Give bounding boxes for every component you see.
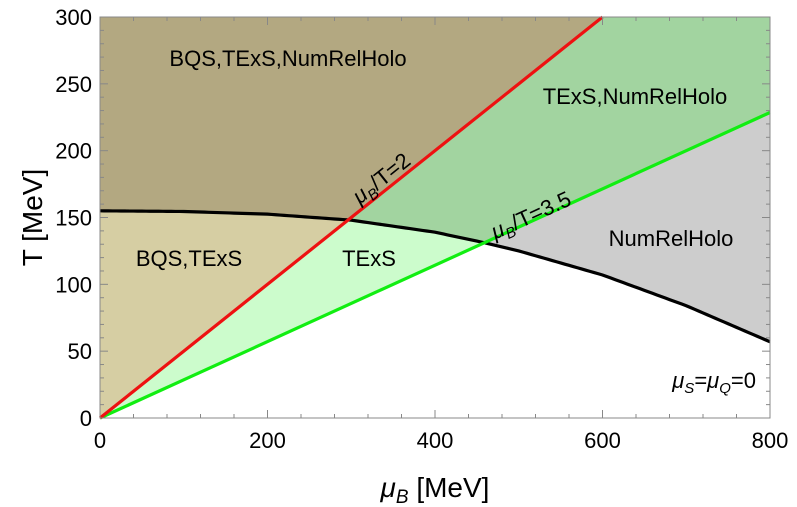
region-fill-2 bbox=[100, 210, 349, 418]
region-fill-1 bbox=[348, 17, 770, 243]
region-label-3: TExS bbox=[342, 246, 396, 271]
y-tick-label: 200 bbox=[55, 139, 92, 164]
y-tick-label: 50 bbox=[68, 339, 92, 364]
crossover-curve bbox=[99, 209, 771, 344]
x-tick-label: 0 bbox=[94, 428, 106, 453]
regions-layer bbox=[100, 17, 770, 418]
x-tick-label: 400 bbox=[417, 428, 454, 453]
ticks-layer: 0 200 400 600 800 0 50 100 150 200 250 300 bbox=[55, 5, 788, 453]
region-fill-3 bbox=[100, 219, 485, 418]
line-muB-T-3.5 bbox=[99, 111, 771, 420]
region-label-1: TExS,NumRelHolo bbox=[543, 84, 728, 109]
x-axis-title: μB [MeV] bbox=[380, 472, 490, 507]
x-tick-label: 600 bbox=[584, 428, 621, 453]
lines-layer bbox=[99, 15, 771, 420]
x-tick-label: 200 bbox=[249, 428, 286, 453]
condition-label: μS=μQ=0 bbox=[671, 368, 756, 397]
region-fill-4 bbox=[484, 112, 770, 342]
region-label-4: NumRelHolo bbox=[609, 226, 734, 251]
y-tick-label: 250 bbox=[55, 72, 92, 97]
y-tick-label: 100 bbox=[55, 272, 92, 297]
labels-layer: μB [MeV] T [MeV] BQS,TExS,NumRelHoloTExS,N… bbox=[17, 46, 756, 507]
y-axis-title: T [MeV] bbox=[17, 169, 48, 267]
region-label-0: BQS,TExS,NumRelHolo bbox=[169, 46, 406, 71]
y-tick-label: 150 bbox=[55, 206, 92, 231]
y-tick-label: 0 bbox=[80, 406, 92, 431]
region-fill-0 bbox=[100, 17, 603, 220]
line-muB-T-2 bbox=[99, 15, 604, 420]
region-label-2: BQS,TExS bbox=[136, 246, 242, 271]
y-tick-label: 300 bbox=[55, 5, 92, 30]
x-tick-label: 800 bbox=[752, 428, 789, 453]
